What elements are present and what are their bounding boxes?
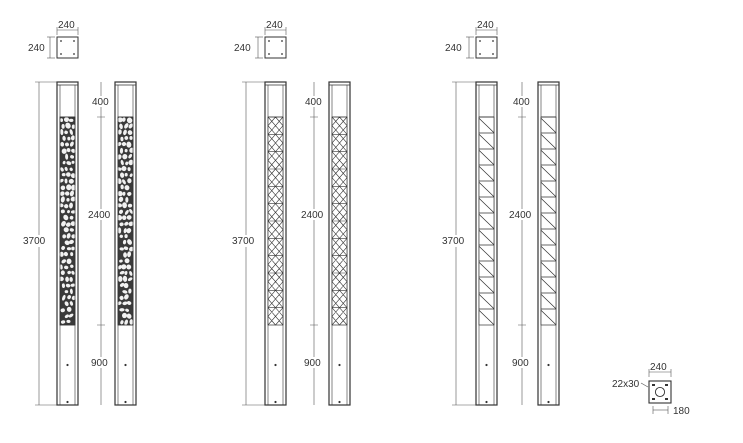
- variant-diamond: 240 240 3700 400: [231, 20, 351, 406]
- total-height-dim-3: 3700: [441, 81, 476, 406]
- base-plate-detail: 240 22x30 180: [612, 362, 690, 417]
- top-depth-label-1: 240: [28, 43, 45, 54]
- variant-organic: 240 240 3700: [22, 20, 137, 406]
- top-section-label-1: 400: [92, 97, 109, 108]
- diagonal-pattern-3a: [478, 116, 495, 325]
- top-section-label-2: 400: [305, 97, 322, 108]
- segment-dims-3: 400 2400 900: [509, 82, 535, 405]
- organic-pattern-1b: [116, 116, 135, 326]
- total-height-dim-1: 3700: [22, 81, 58, 406]
- base-section-label-3: 900: [512, 358, 529, 369]
- post-2b: [328, 81, 351, 406]
- diamond-pattern-2a: [267, 116, 284, 326]
- diagonal-pattern-3b: [540, 116, 557, 325]
- top-view-2: 240 240: [234, 20, 287, 59]
- post-3a: [475, 81, 498, 406]
- base-section-label-1: 900: [91, 358, 108, 369]
- panel-section-label-2: 2400: [301, 210, 324, 221]
- total-height-label-2: 3700: [232, 236, 255, 247]
- total-height-dim-2: 3700: [231, 81, 265, 406]
- top-width-label-3: 240: [477, 20, 494, 31]
- top-view-3: 240 240: [445, 20, 498, 59]
- organic-pattern-1a: [58, 116, 76, 326]
- top-width-label-1: 240: [58, 20, 75, 31]
- post-3b: [537, 81, 560, 406]
- top-depth-label-2: 240: [234, 43, 251, 54]
- segment-dims-1: 400 2400 900: [88, 82, 114, 405]
- total-height-label-3: 3700: [442, 236, 465, 247]
- top-view-1: 240 240: [28, 20, 79, 59]
- base-width-label: 240: [650, 362, 667, 373]
- diamond-pattern-2b: [331, 116, 348, 326]
- base-section-label-2: 900: [304, 358, 321, 369]
- panel-section-label-3: 2400: [509, 210, 532, 221]
- base-spacing-label: 180: [673, 406, 690, 417]
- variant-diagonal: 240 240 3700 400: [441, 20, 560, 406]
- segment-dims-2: 400 2400 900: [301, 82, 327, 405]
- base-hole-label: 22x30: [612, 379, 640, 390]
- top-depth-label-3: 240: [445, 43, 462, 54]
- post-2a: [264, 81, 287, 406]
- post-1b: [114, 81, 137, 406]
- total-height-label-1: 3700: [23, 236, 46, 247]
- post-1a: [56, 81, 79, 406]
- top-width-label-2: 240: [266, 20, 283, 31]
- panel-section-label-1: 2400: [88, 210, 111, 221]
- top-section-label-3: 400: [513, 97, 530, 108]
